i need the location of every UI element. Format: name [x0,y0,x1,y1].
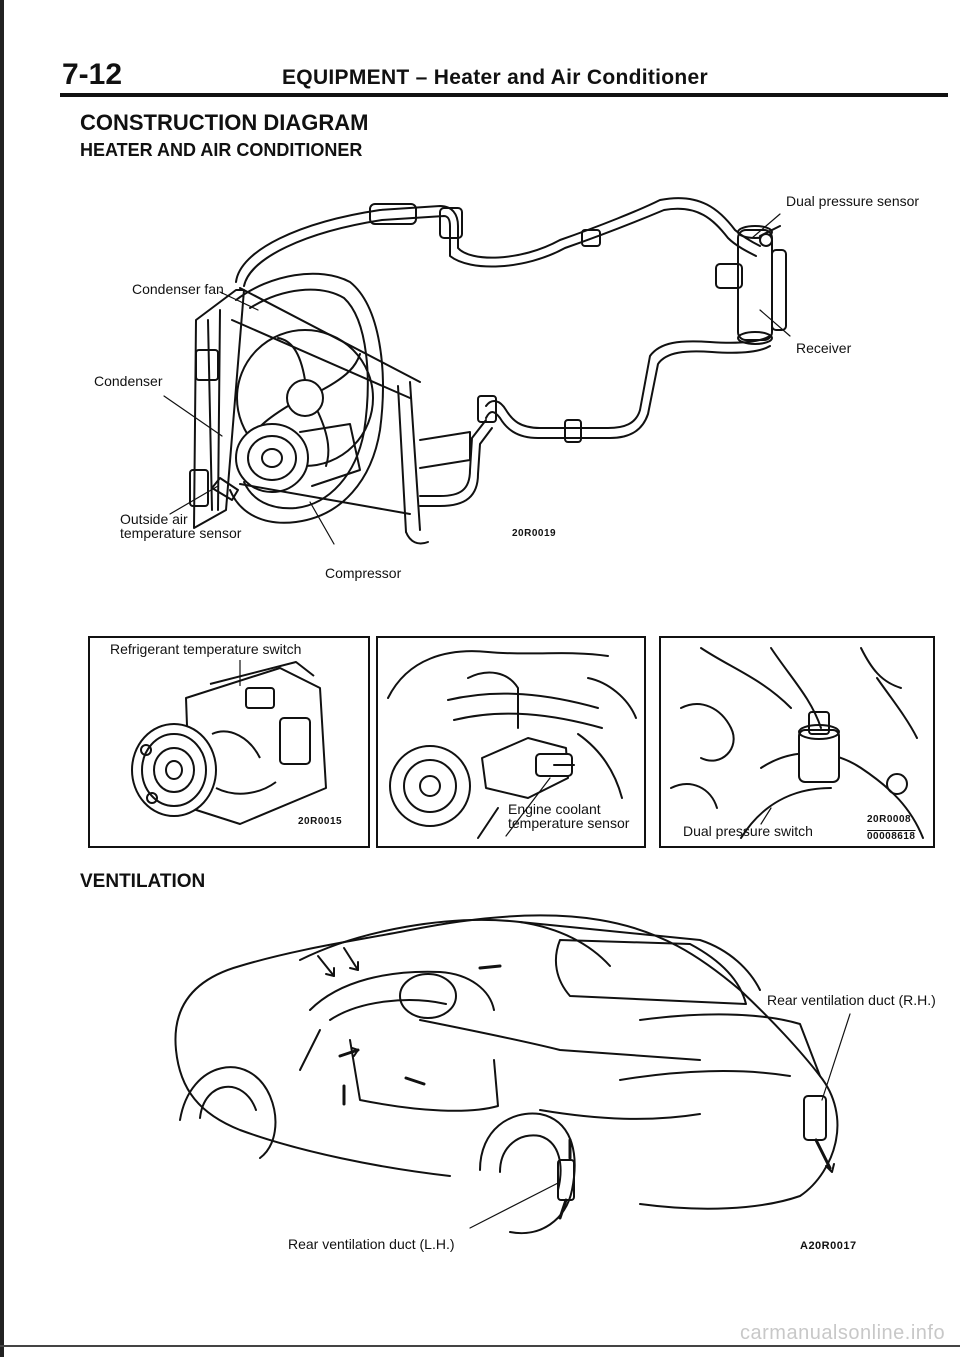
ventilation-car-diagram [174,914,851,1235]
header-rule [60,93,948,97]
coolant-sensor-detail-drawing [387,650,637,839]
subsection-title-heater-ac: HEATER AND AIR CONDITIONER [80,140,363,160]
label-dual-pressure-switch: Dual pressure switch [683,823,813,839]
detail-panel-coolant-sensor: Engine coolant temperature sensor [376,636,646,848]
label-rear-vent-duct-lh: Rear ventilation duct (L.H.) [288,1236,455,1252]
figure-code-panel-1: 20R0015 [298,816,343,827]
page-number: 7-12 [62,58,123,91]
detail-panel-compressor: Refrigerant temperature switch 20R0015 [88,636,370,848]
label-compressor: Compressor [325,565,402,581]
label-condenser-fan: Condenser fan [132,281,224,297]
label-dual-pressure-sensor: Dual pressure sensor [786,193,920,209]
figure-code-panel-3b: 00008618 [867,831,916,842]
page-edge-shadow [0,0,4,1357]
label-outside-air-line2: temperature sensor [120,525,242,541]
label-condenser: Condenser [94,373,163,389]
section-title-ventilation: VENTILATION [80,871,206,892]
label-engine-coolant-line1: Engine coolant [508,801,601,817]
page-bottom-edge [0,1345,960,1347]
label-refrigerant-temp-switch: Refrigerant temperature switch [110,641,302,657]
label-rear-vent-duct-rh: Rear ventilation duct (R.H.) [767,992,936,1008]
figure-code-main: 20R0019 [512,528,557,539]
label-outside-air-line1: Outside air [120,511,188,527]
section-title-construction: CONSTRUCTION DIAGRAM [80,110,369,135]
watermark-text: carmanualsonline.info [740,1322,946,1344]
page-header-title: EQUIPMENT – Heater and Air Conditioner [282,66,709,89]
compressor-detail-drawing [131,660,327,825]
figure-code-ventilation: A20R0017 [800,1240,857,1252]
dual-pressure-switch-drawing [670,647,924,839]
construction-diagram [163,197,791,545]
detail-panel-dual-pressure-switch: Dual pressure switch 20R0008 00008618 [659,636,935,848]
label-engine-coolant-line2: temperature sensor [508,815,630,831]
label-receiver: Receiver [796,340,852,356]
figure-code-panel-3: 20R0008 [867,814,912,825]
